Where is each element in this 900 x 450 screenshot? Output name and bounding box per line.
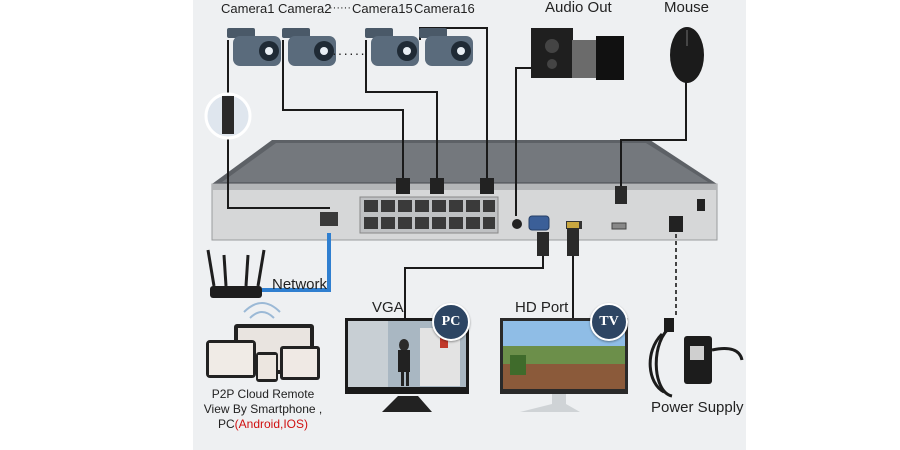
network-cable (262, 233, 331, 292)
speaker-icon (531, 28, 624, 80)
camera-label-ellipsis: ······ (329, 2, 351, 14)
rj45-plug (480, 178, 494, 194)
wifi-icon (243, 302, 281, 319)
power-port (669, 216, 683, 232)
usb-port (611, 222, 627, 230)
tv-badge: TV (590, 303, 628, 341)
p2p-line2: View By Smartphone , (203, 402, 323, 416)
nvr-recorder (211, 140, 718, 241)
power-supply-label: Power Supply (651, 399, 744, 416)
camera-icon (419, 28, 473, 66)
p2p-remote-caption: P2P Cloud Remote View By Smartphone , PC… (196, 387, 330, 432)
lan-port (320, 212, 338, 226)
power-switch (697, 199, 705, 211)
usb-plug (615, 186, 627, 204)
audio-jack (512, 219, 522, 229)
poe-ports (359, 196, 499, 234)
audio-out-label: Audio Out (545, 0, 612, 16)
rj45-plug (430, 178, 444, 194)
p2p-line3: PC(Android,IOS) (196, 417, 330, 432)
camera16-label: Camera16 (414, 1, 475, 16)
rj45-plug (396, 178, 410, 194)
pc-monitor-icon (345, 318, 469, 412)
power-adapter-icon (648, 318, 744, 398)
network-label: Network (272, 276, 328, 293)
vga-plug (537, 232, 549, 256)
camera-ellipsis: ······ (332, 45, 366, 61)
cable-zoom-icon (204, 92, 252, 140)
camera-icon (365, 28, 419, 66)
vga-port (528, 215, 550, 231)
camera2-label: Camera2 (278, 1, 332, 16)
router-icon (206, 249, 266, 298)
vga-label: VGA (372, 299, 404, 316)
mouse-label: Mouse (664, 0, 710, 16)
p2p-pc-text: PC (217, 417, 235, 431)
hd-port-label: HD Port (515, 299, 569, 316)
p2p-platforms-text: (Android,IOS) (234, 417, 309, 431)
mobile-devices-icon (206, 324, 320, 382)
mouse-icon (670, 27, 704, 83)
hdmi-plug (567, 222, 579, 256)
camera-icon (282, 28, 336, 66)
p2p-line1: P2P Cloud Remote (211, 387, 315, 401)
pc-badge: PC (432, 303, 470, 341)
camera1-label: Camera1 (221, 1, 275, 16)
camera15-label: Camera15 (352, 1, 413, 16)
camera-icon (227, 28, 281, 66)
